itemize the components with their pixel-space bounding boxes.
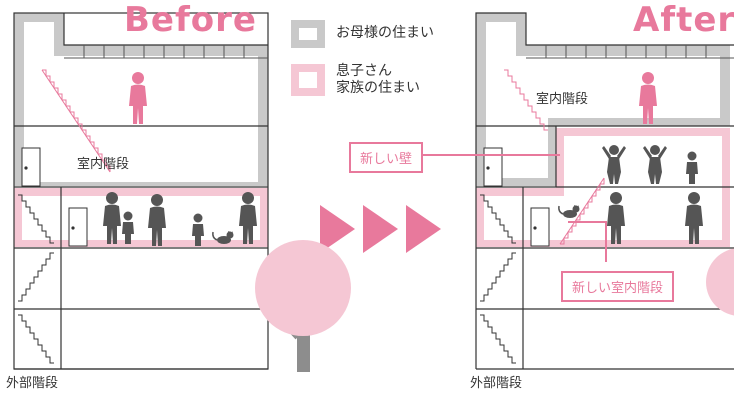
transition-arrows (320, 205, 441, 253)
legend-son-label-line1: 息子さん (336, 63, 392, 79)
tree-before (255, 240, 351, 372)
after-title: After (633, 0, 734, 40)
after-building (475, 12, 734, 370)
before-building (13, 12, 269, 370)
callout-lines (413, 154, 607, 262)
legend-son-label-line2: 家族の住まい (336, 80, 420, 96)
tree-after (706, 248, 734, 316)
callout-new-interior-stairs: 新しい室内階段 (561, 271, 675, 302)
before-interior-stairs-label: 室内階段 (77, 157, 130, 172)
legend-swatches (291, 20, 325, 96)
legend-mother-label: お母様の住まい (336, 25, 434, 41)
after-interior-stairs-label: 室内階段 (536, 92, 589, 107)
after-exterior-stairs-label: 外部階段 (470, 376, 523, 391)
before-exterior-stairs-label: 外部階段 (6, 376, 59, 391)
callout-new-wall: 新しい壁 (349, 142, 424, 173)
before-title: Before (124, 0, 257, 40)
